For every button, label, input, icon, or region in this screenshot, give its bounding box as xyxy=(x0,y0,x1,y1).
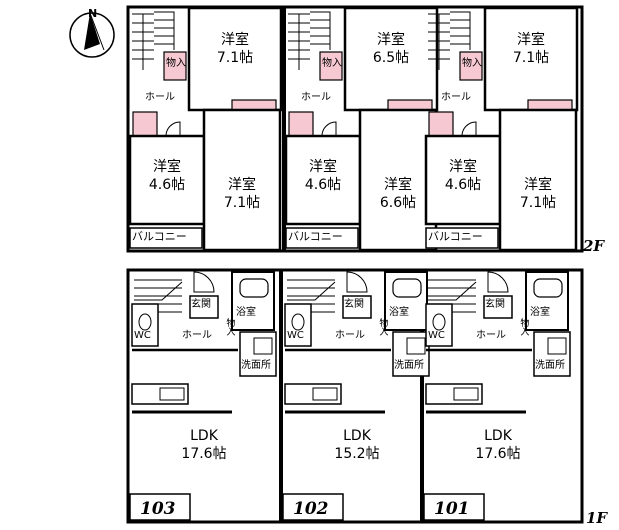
hall-label: ホール xyxy=(301,92,331,103)
washbasin-icon xyxy=(253,337,273,355)
room-size: 15.2帖 xyxy=(334,446,380,462)
lower-unit-2 xyxy=(282,271,430,521)
room-size: 6.6帖 xyxy=(379,195,417,211)
room-name: 洋室 xyxy=(524,177,552,193)
lower-unit-3 xyxy=(423,271,571,521)
balcony-label: バルコニー xyxy=(428,230,483,243)
room-name: 洋室 xyxy=(384,177,412,193)
sink-icon xyxy=(312,387,338,401)
storage-label: 物入 xyxy=(166,58,186,69)
room-name: LDK xyxy=(190,428,218,444)
unit-number: 101 xyxy=(434,499,470,519)
floor-label-2f: 2F xyxy=(583,237,605,255)
room-size: 7.1帖 xyxy=(223,195,261,211)
hall-label: ホール xyxy=(335,330,365,341)
sink-icon xyxy=(159,387,185,401)
closet-fill xyxy=(288,111,314,137)
upper-unit-3 xyxy=(424,6,579,252)
room-name: LDK xyxy=(484,428,512,444)
closet-fill xyxy=(459,51,483,81)
entrance-label: 玄関 xyxy=(485,299,505,310)
room-size: 17.6帖 xyxy=(181,446,227,462)
bathtub-icon xyxy=(533,278,563,298)
wc-label: WC xyxy=(134,330,151,341)
toilet-icon xyxy=(432,313,446,331)
bath-label: 浴室 xyxy=(389,307,409,318)
washbasin-icon xyxy=(406,337,426,355)
storage-label: 物入 xyxy=(224,318,235,336)
lower-unit-1 xyxy=(129,271,277,521)
hall-label: ホール xyxy=(182,330,212,341)
room-name: 洋室 xyxy=(153,159,181,175)
room-size: 4.6帖 xyxy=(304,177,342,193)
room-name: 洋室 xyxy=(221,32,249,48)
toilet-icon xyxy=(138,313,152,331)
unit-number: 102 xyxy=(293,499,329,519)
room-size: 17.6帖 xyxy=(475,446,521,462)
staircase xyxy=(428,11,471,70)
washbasin-icon xyxy=(547,337,567,355)
storage-label: 物入 xyxy=(462,58,482,69)
upper-unit-2 xyxy=(284,6,439,252)
room-name: 洋室 xyxy=(449,159,477,175)
washroom-label: 洗面所 xyxy=(241,360,271,371)
sink-icon xyxy=(453,387,479,401)
toilet-icon xyxy=(291,313,305,331)
room-size: 7.1帖 xyxy=(519,195,557,211)
staircase xyxy=(288,11,331,70)
washroom-label: 洗面所 xyxy=(394,360,424,371)
washroom-label: 洗面所 xyxy=(535,360,565,371)
room-name: 洋室 xyxy=(228,177,256,193)
bathtub-icon xyxy=(392,278,422,298)
floor-label-1f: 1F xyxy=(586,509,608,527)
room-name: 洋室 xyxy=(309,159,337,175)
entrance-label: 玄関 xyxy=(344,299,364,310)
hall-label: ホール xyxy=(476,330,506,341)
room-name: LDK xyxy=(343,428,371,444)
compass-north-label: N xyxy=(88,7,98,20)
bath-label: 浴室 xyxy=(530,307,550,318)
storage-label: 物入 xyxy=(377,318,388,336)
compass-icon xyxy=(69,12,115,58)
hall-label: ホール xyxy=(145,92,175,103)
bath-label: 浴室 xyxy=(236,307,256,318)
entrance-label: 玄関 xyxy=(191,299,211,310)
room-name: 洋室 xyxy=(377,32,405,48)
room-size: 7.1帖 xyxy=(216,50,254,66)
room-size: 4.6帖 xyxy=(148,177,186,193)
hall-label: ホール xyxy=(441,92,471,103)
closet-fill xyxy=(132,111,158,137)
lower-floor-units xyxy=(129,271,571,521)
storage-label: 物入 xyxy=(322,58,342,69)
wc-label: WC xyxy=(428,330,445,341)
room-size: 6.5帖 xyxy=(372,50,410,66)
bathtub-icon xyxy=(239,278,269,298)
closet-fill xyxy=(319,51,343,81)
upper-floor-units xyxy=(128,6,579,252)
upper-unit-1 xyxy=(128,6,283,252)
room-name: 洋室 xyxy=(517,32,545,48)
room-size: 4.6帖 xyxy=(444,177,482,193)
closet-fill xyxy=(428,111,454,137)
wc-label: WC xyxy=(287,330,304,341)
unit-number: 103 xyxy=(140,499,176,519)
staircase xyxy=(132,11,175,70)
balcony-label: バルコニー xyxy=(288,230,343,243)
closet-fill xyxy=(163,51,187,81)
room-size: 7.1帖 xyxy=(512,50,550,66)
storage-label: 物入 xyxy=(518,318,529,336)
balcony-label: バルコニー xyxy=(132,230,187,243)
